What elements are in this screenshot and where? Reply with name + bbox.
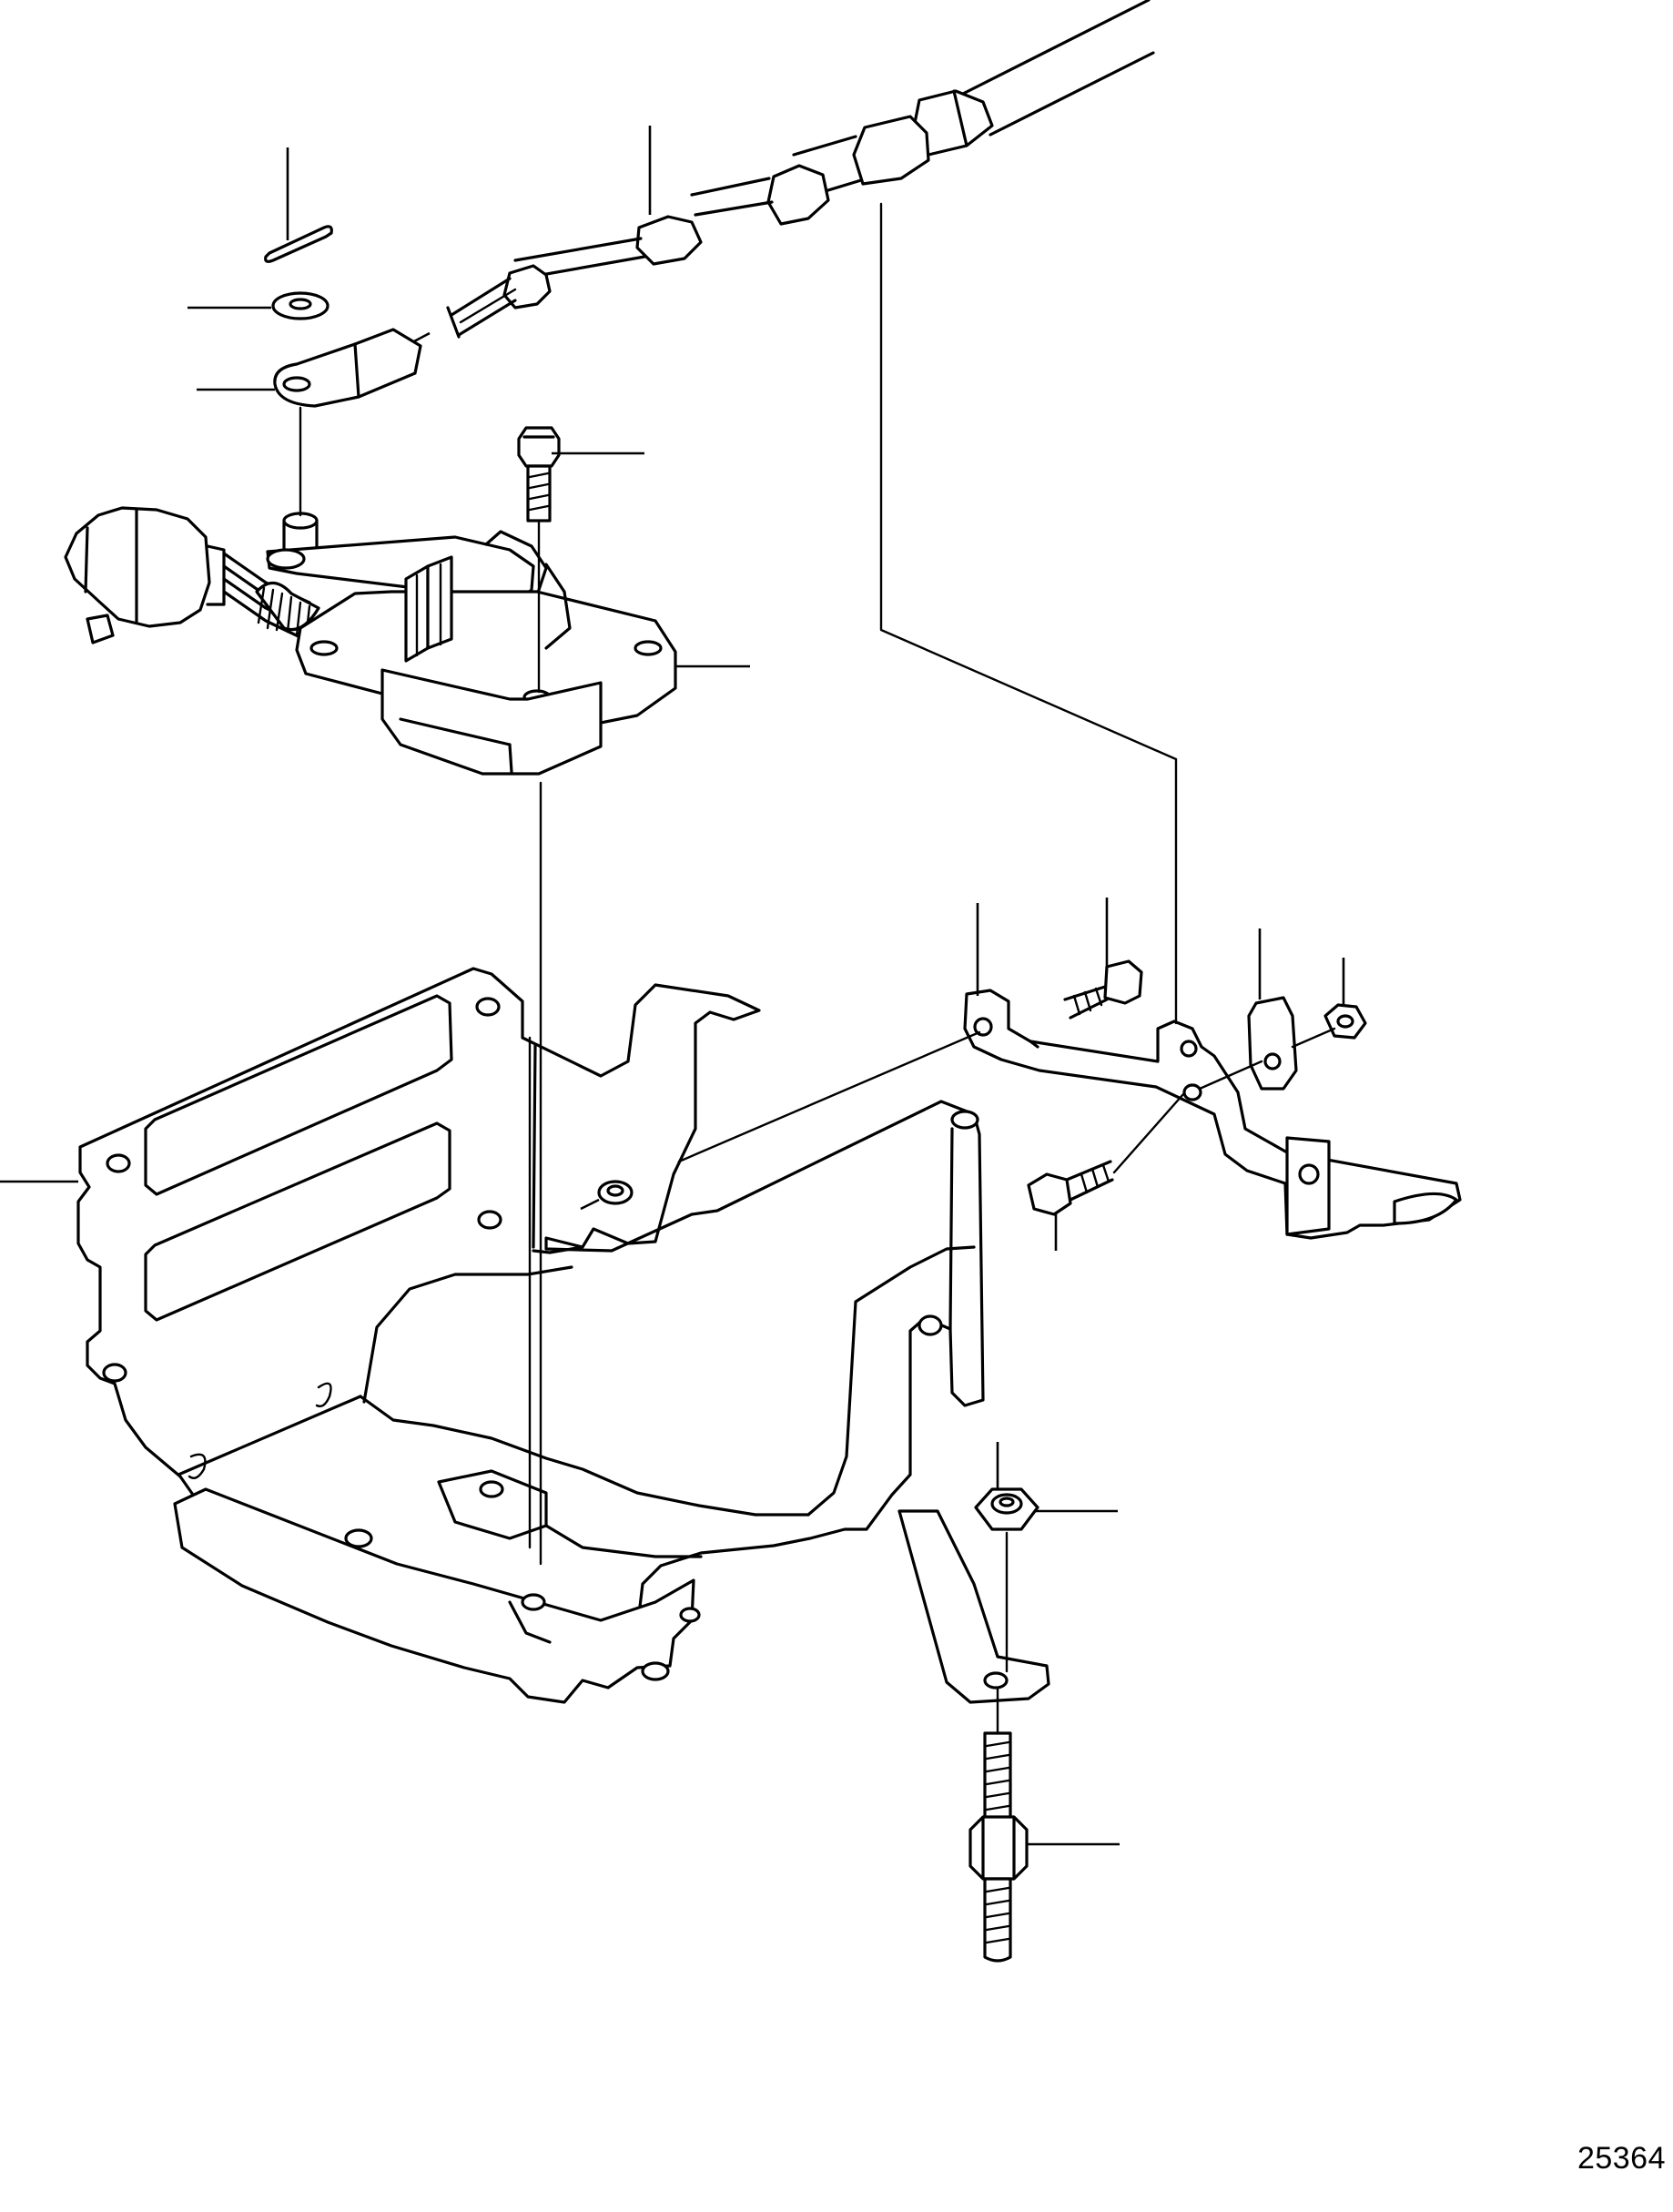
bracket-foot: [897, 1509, 1050, 1704]
figure-reference-number: 25364: [1577, 2141, 1666, 2176]
washer: [271, 291, 330, 320]
bushing: [580, 1180, 634, 1211]
clip: [1247, 996, 1298, 1091]
ball-joint: [273, 328, 431, 408]
nut-right: [1323, 1003, 1367, 1040]
screw-upper: [1063, 959, 1143, 1020]
sensor-lever: [266, 512, 548, 604]
wiring-connector: [64, 506, 320, 644]
control-cable: [446, 0, 1155, 339]
callout-leaders: [0, 126, 1345, 1846]
cable-bracket: [963, 989, 1462, 1240]
stud-bolt: [968, 1731, 1029, 1963]
flange-nut: [974, 1487, 1039, 1531]
mounting-screw: [517, 426, 561, 523]
screw-lower: [1027, 1160, 1114, 1216]
cotter-pin: [264, 225, 333, 263]
assembly-lines: [299, 202, 1336, 1735]
lever-position-sensor: [295, 555, 677, 776]
